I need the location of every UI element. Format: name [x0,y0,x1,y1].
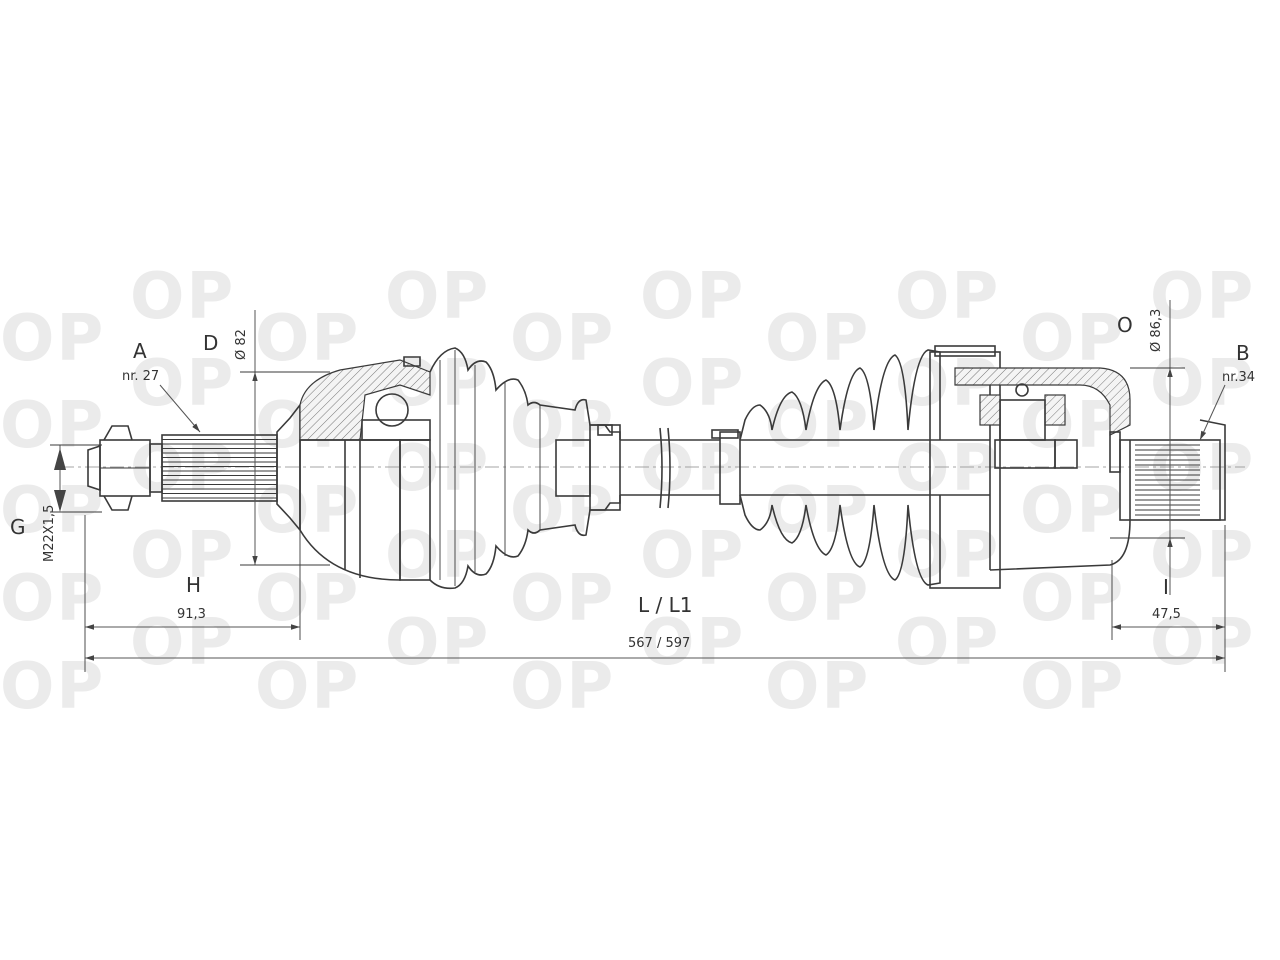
watermark-logo: OP [255,650,360,724]
watermark-logo: OP [130,260,235,334]
watermark-logo: OP [130,432,235,506]
label-B: B [1236,341,1250,365]
watermark-logo: OP [1150,432,1255,506]
label-D: D [203,331,218,355]
watermark-grid: OP OP OP OP OP OP OP OP OP OP OP OP OP OP OP OP OP OP OP OP… [0,260,1255,724]
left-spline [161,434,278,502]
label-A-nr: nr. 27 [122,369,159,384]
watermark-logo: OP [640,347,745,421]
watermark-logo: OP [0,474,105,548]
watermark-logo: OP [1020,650,1125,724]
watermark-logo: OP [1020,302,1125,376]
watermark-logo: OP [0,389,105,463]
watermark-logo: OP [0,562,105,636]
watermark-logo: OP [640,606,745,680]
watermark-logo: OP [0,650,105,724]
right-stub [1109,419,1226,521]
watermark-logo: OP [765,650,870,724]
label-I-val: 47,5 [1152,607,1181,622]
watermark-logo: OP [895,519,1000,593]
dim-G [50,444,102,513]
main-shaft [620,427,720,509]
watermark-logo: OP [765,302,870,376]
watermark-logo: OP [385,260,490,334]
watermark-logo: OP [895,432,1000,506]
label-D-val: Ø 82 [234,329,249,360]
dim-O [1110,300,1185,595]
watermark-logo: OP [895,606,1000,680]
watermark-logo: OP [130,606,235,680]
label-H: H [186,573,201,597]
label-B-nr: nr.34 [1222,370,1255,385]
label-A: A [133,339,147,363]
left-boot [399,347,621,590]
dim-H [84,515,301,672]
watermark-logo: OP [510,474,615,548]
watermark-logo: OP [510,389,615,463]
watermark-logo: OP [510,562,615,636]
label-O: O [1117,313,1133,337]
dim-D [240,310,330,566]
watermark-logo: OP [765,389,870,463]
watermark-logo: OP [895,260,1000,334]
watermark-logo: OP [385,432,490,506]
watermark-logo: OP [385,606,490,680]
watermark-logo: OP [510,302,615,376]
watermark-logo: OP [1150,606,1255,680]
watermark-logo: OP [1150,347,1255,421]
watermark-logo: OP [510,650,615,724]
watermark-logo: OP [0,302,105,376]
label-G-val: M22X1,5 [42,505,57,562]
watermark-logo: OP [255,302,360,376]
watermark-logo: OP [1020,389,1125,463]
label-L-val: 567 / 597 [628,636,690,651]
label-I: I [1163,575,1169,599]
leader-B [1199,384,1226,441]
watermark-logo: OP [640,519,745,593]
label-O-val: Ø 86,3 [1149,309,1164,352]
watermark-logo: OP [130,519,235,593]
label-H-val: 91,3 [177,607,206,622]
dim-I [1111,525,1226,672]
watermark-logo: OP [765,474,870,548]
leader-A [159,384,201,433]
watermark-logo: OP [640,432,745,506]
label-L: L / L1 [638,593,692,617]
watermark-logo: OP [1020,474,1125,548]
watermark-logo: OP [765,562,870,636]
label-G: G [10,515,26,539]
watermark-logo: OP [255,562,360,636]
inner-joint-housing [954,367,1131,571]
watermark-logo: OP [130,347,235,421]
watermark-logo: OP [1150,260,1255,334]
watermark-logo: OP [255,474,360,548]
watermark-logo: OP [640,260,745,334]
outer-cv-housing [299,356,431,581]
watermark-logo: OP [1150,519,1255,593]
watermark-logo: OP [1020,562,1125,636]
right-boot [711,345,1001,589]
